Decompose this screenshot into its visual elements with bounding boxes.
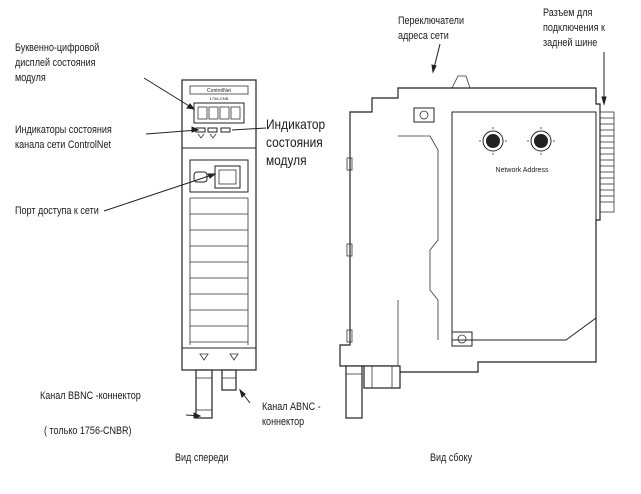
leader-lines — [103, 43, 607, 419]
label-backplane-line-1: Разъем для — [543, 7, 593, 19]
label-address-switches-line-1: Переключатели — [398, 15, 464, 27]
label-network-port: Порт доступа к сети — [15, 205, 99, 217]
led-ok — [220, 127, 231, 133]
side-bnc-a — [363, 365, 401, 389]
label-display-line-1: Буквенно-цифровой — [15, 42, 100, 54]
label-net-indicators-line-1: Индикаторы состояния — [15, 124, 112, 136]
front-brand-text: ControlNet — [207, 88, 232, 94]
label-display-line-2: дисплей состояния — [15, 57, 96, 69]
front-model-text: 1756-CNB — [210, 96, 229, 101]
label-channel-b: Канал BBNC -коннектор — [40, 390, 141, 402]
label-module-indicator-line-3: модуля — [266, 152, 307, 168]
label-module-indicator-line-1: Индикатор — [266, 116, 326, 132]
label-channel-b-note: ( только 1756-CNBR) — [44, 425, 132, 437]
label-backplane: Разъем для подключения к задней шине — [543, 6, 605, 51]
caption-front-view: Вид спереди — [175, 452, 229, 464]
address-switch-1 — [482, 130, 504, 152]
label-net-indicators-line-2: канала сети ControlNet — [15, 139, 111, 151]
backplane-connector — [599, 111, 615, 213]
caption-side-view: Вид сбоку — [430, 452, 473, 464]
label-channel-a: Канал ABNC - коннектор — [262, 400, 321, 430]
label-channel-a-line-1: Канал ABNC - — [262, 401, 321, 413]
label-display: Буквенно-цифровой дисплей состояния моду… — [15, 41, 99, 86]
label-channel-a-line-2: коннектор — [262, 416, 305, 428]
label-backplane-line-2: подключения к — [543, 22, 605, 34]
network-access-port — [214, 165, 241, 189]
network-address-text: Network Address — [496, 167, 549, 174]
side-housing — [339, 87, 601, 373]
side-bnc-b — [345, 365, 363, 419]
label-module-indicator: Индикатор состояния модуля — [266, 115, 325, 169]
label-address-switches-line-2: адреса сети — [398, 30, 449, 42]
vent-slots — [189, 197, 249, 345]
channel-a-bnc — [221, 369, 237, 391]
side-panel — [451, 111, 597, 341]
address-switch-2 — [530, 130, 552, 152]
address-switch-2-knob — [534, 134, 548, 148]
label-net-indicators: Индикаторы состояния канала сети Control… — [15, 123, 112, 153]
label-module-indicator-line-2: состояния — [266, 134, 323, 150]
channel-b-bnc — [195, 369, 213, 419]
label-address-switches: Переключатели адреса сети — [398, 14, 464, 44]
side-view: Network Address — [339, 75, 615, 419]
label-display-line-3: модуля — [15, 72, 46, 84]
address-switch-1-knob — [486, 134, 500, 148]
led-b — [207, 127, 218, 133]
alphanumeric-display — [193, 102, 245, 124]
label-backplane-line-3: задней шине — [543, 37, 598, 49]
